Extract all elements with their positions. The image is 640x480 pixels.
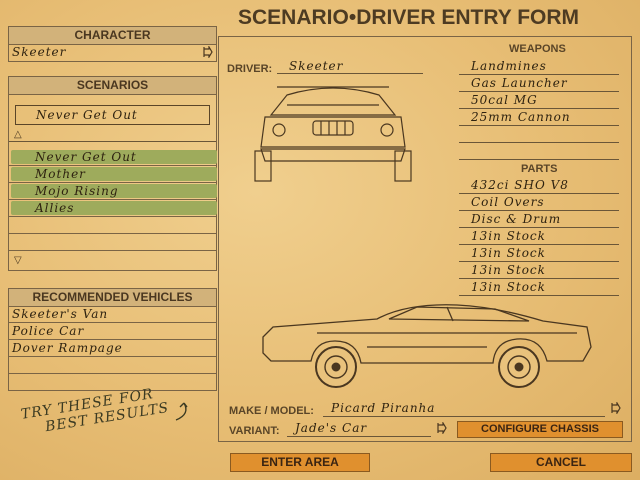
scroll-down-icon[interactable]: ▽ bbox=[14, 255, 22, 266]
cancel-button[interactable]: CANCEL bbox=[490, 453, 632, 472]
variant-label: VARIANT: bbox=[229, 425, 280, 437]
driver-value: Skeeter bbox=[289, 59, 344, 73]
part-item: 13in Stock bbox=[471, 263, 546, 277]
scenarios-header: SCENARIOS bbox=[9, 77, 216, 95]
character-select[interactable]: Skeeter bbox=[9, 44, 216, 61]
car-front-sketch bbox=[254, 86, 412, 182]
configure-chassis-button[interactable]: CONFIGURE CHASSIS bbox=[457, 421, 623, 438]
scenario-item-empty[interactable] bbox=[9, 234, 216, 251]
scenario-item[interactable]: Mojo Rising bbox=[9, 183, 216, 200]
hint-arrow-icon bbox=[175, 402, 188, 421]
part-item: Disc & Drum bbox=[471, 212, 562, 226]
recommended-header: RECOMMENDED VEHICLES bbox=[9, 289, 216, 307]
page-title: SCENARIO•DRIVER ENTRY FORM bbox=[238, 6, 580, 29]
vehicle-item[interactable]: Dover Rampage bbox=[9, 340, 216, 357]
car-side-sketch bbox=[262, 304, 592, 388]
weapons-header: WEAPONS bbox=[509, 43, 566, 55]
enter-area-button[interactable]: ENTER AREA bbox=[230, 453, 370, 472]
vehicle-item[interactable]: Police Car bbox=[9, 323, 216, 340]
part-item: Coil Overs bbox=[471, 195, 545, 209]
vehicle-item[interactable]: Skeeter's Van bbox=[9, 306, 216, 323]
scenario-item-empty[interactable] bbox=[9, 217, 216, 234]
make-cycle-arrow-icon[interactable] bbox=[611, 402, 621, 414]
vehicle-item-empty[interactable] bbox=[9, 357, 216, 374]
scenario-item[interactable]: Never Get Out bbox=[9, 149, 216, 166]
weapon-item: 25mm Cannon bbox=[471, 110, 571, 124]
current-scenario-box: Never Get Out bbox=[15, 105, 210, 125]
weapon-item: Gas Launcher bbox=[471, 76, 568, 90]
scenario-item[interactable]: Allies bbox=[9, 200, 216, 217]
parts-header: PARTS bbox=[521, 163, 558, 175]
part-item: 13in Stock bbox=[471, 246, 546, 260]
part-item: 13in Stock bbox=[471, 229, 546, 243]
scenarios-panel: SCENARIOS Never Get Out △ Never Get Out … bbox=[8, 76, 217, 271]
cycle-arrow-icon[interactable] bbox=[203, 46, 213, 58]
character-value: Skeeter bbox=[12, 45, 67, 59]
scenario-item[interactable]: Mother bbox=[9, 166, 216, 183]
variant-value: Jade's Car bbox=[295, 421, 368, 435]
recommended-panel: RECOMMENDED VEHICLES Skeeter's Van Polic… bbox=[8, 288, 217, 391]
variant-cycle-arrow-icon[interactable] bbox=[437, 422, 447, 434]
scroll-up-icon[interactable]: △ bbox=[14, 129, 22, 140]
make-value: Picard Piranha bbox=[331, 401, 436, 415]
character-header: CHARACTER bbox=[9, 27, 216, 45]
weapon-item: 50cal MG bbox=[471, 93, 538, 107]
driver-label: DRIVER: bbox=[227, 63, 273, 75]
part-item: 432ci SHO V8 bbox=[471, 178, 569, 192]
make-label: MAKE / MODEL: bbox=[229, 405, 314, 417]
part-item: 13in Stock bbox=[471, 280, 546, 294]
character-panel: CHARACTER Skeeter bbox=[8, 26, 217, 62]
current-scenario: Never Get Out bbox=[36, 108, 138, 122]
weapon-item: Landmines bbox=[471, 59, 547, 73]
hint-text: Try these for best results bbox=[19, 386, 171, 436]
entry-form: DRIVER: Skeeter WEAPONS Landmines Gas La… bbox=[218, 36, 632, 442]
